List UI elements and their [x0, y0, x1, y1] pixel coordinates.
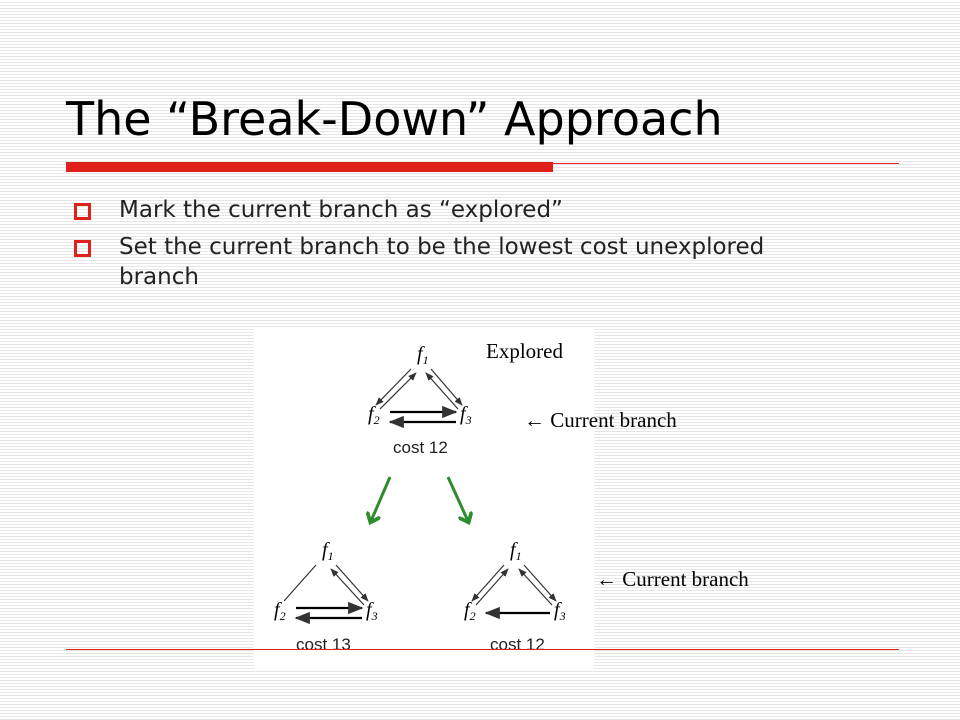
edge-f1-f3 — [430, 368, 463, 406]
node-f1-label: f1 — [322, 539, 334, 563]
footer-line — [66, 649, 899, 650]
branch-arrow-right — [446, 476, 468, 521]
edge-f3-f1 — [425, 372, 459, 410]
edge-f1-f2 — [471, 564, 505, 602]
node-f1-label: f1 — [417, 343, 429, 367]
node-f2-label: f2 — [368, 403, 380, 427]
edge-f1-f2 — [375, 368, 412, 406]
edge-f2-f1 — [379, 372, 417, 410]
node-f3-label: f3 — [554, 599, 566, 623]
edge-f3-f1 — [330, 568, 365, 606]
slide-title: The “Break-Down” Approach — [66, 92, 723, 146]
node-f3-label: f3 — [366, 599, 378, 623]
branch-tree-svg: f1 f2 f3 cost 12 f1 f2 f3 cost 13 — [274, 343, 566, 654]
node-f2-label: f2 — [274, 599, 286, 623]
bullet-text: Mark the current branch as “explored” — [119, 197, 563, 223]
bullet-text: Set the current branch to be the lowest … — [119, 234, 765, 290]
square-bullet-icon — [74, 203, 91, 220]
node-f3-label: f3 — [460, 403, 472, 427]
edge-f2-f1 — [475, 568, 509, 606]
branch-arrow-left — [371, 476, 392, 521]
right-cost-label: cost 12 — [490, 635, 545, 654]
edge-f1-f3 — [335, 564, 369, 602]
bullet-item: Mark the current branch as “explored” — [74, 195, 814, 225]
explored-label: Explored — [486, 339, 563, 363]
title-underline-bar — [66, 162, 553, 172]
node-f1-label: f1 — [510, 539, 522, 563]
left-triangle: f1 f2 f3 cost 13 — [274, 539, 378, 654]
edge-f3-f1 — [518, 568, 553, 606]
bullet-item: Set the current branch to be the lowest … — [74, 232, 814, 292]
node-f2-label: f2 — [464, 599, 476, 623]
top-cost-label: cost 12 — [393, 438, 448, 457]
title-underline-line — [553, 163, 899, 164]
branch-tree-figure: f1 f2 f3 cost 12 f1 f2 f3 cost 13 — [254, 329, 594, 669]
left-cost-label: cost 13 — [296, 635, 351, 654]
top-triangle: f1 f2 f3 cost 12 — [368, 343, 472, 457]
square-bullet-icon — [74, 240, 91, 257]
right-triangle: f1 f2 f3 cost 12 — [464, 539, 566, 654]
current-branch-label-bottom: ← Current branch — [596, 567, 749, 591]
edge-f1-f2 — [283, 564, 317, 602]
current-branch-label-top: ← Current branch — [524, 408, 677, 432]
bullet-list: Mark the current branch as “explored” Se… — [74, 195, 814, 299]
edge-f1-f3 — [523, 564, 557, 602]
